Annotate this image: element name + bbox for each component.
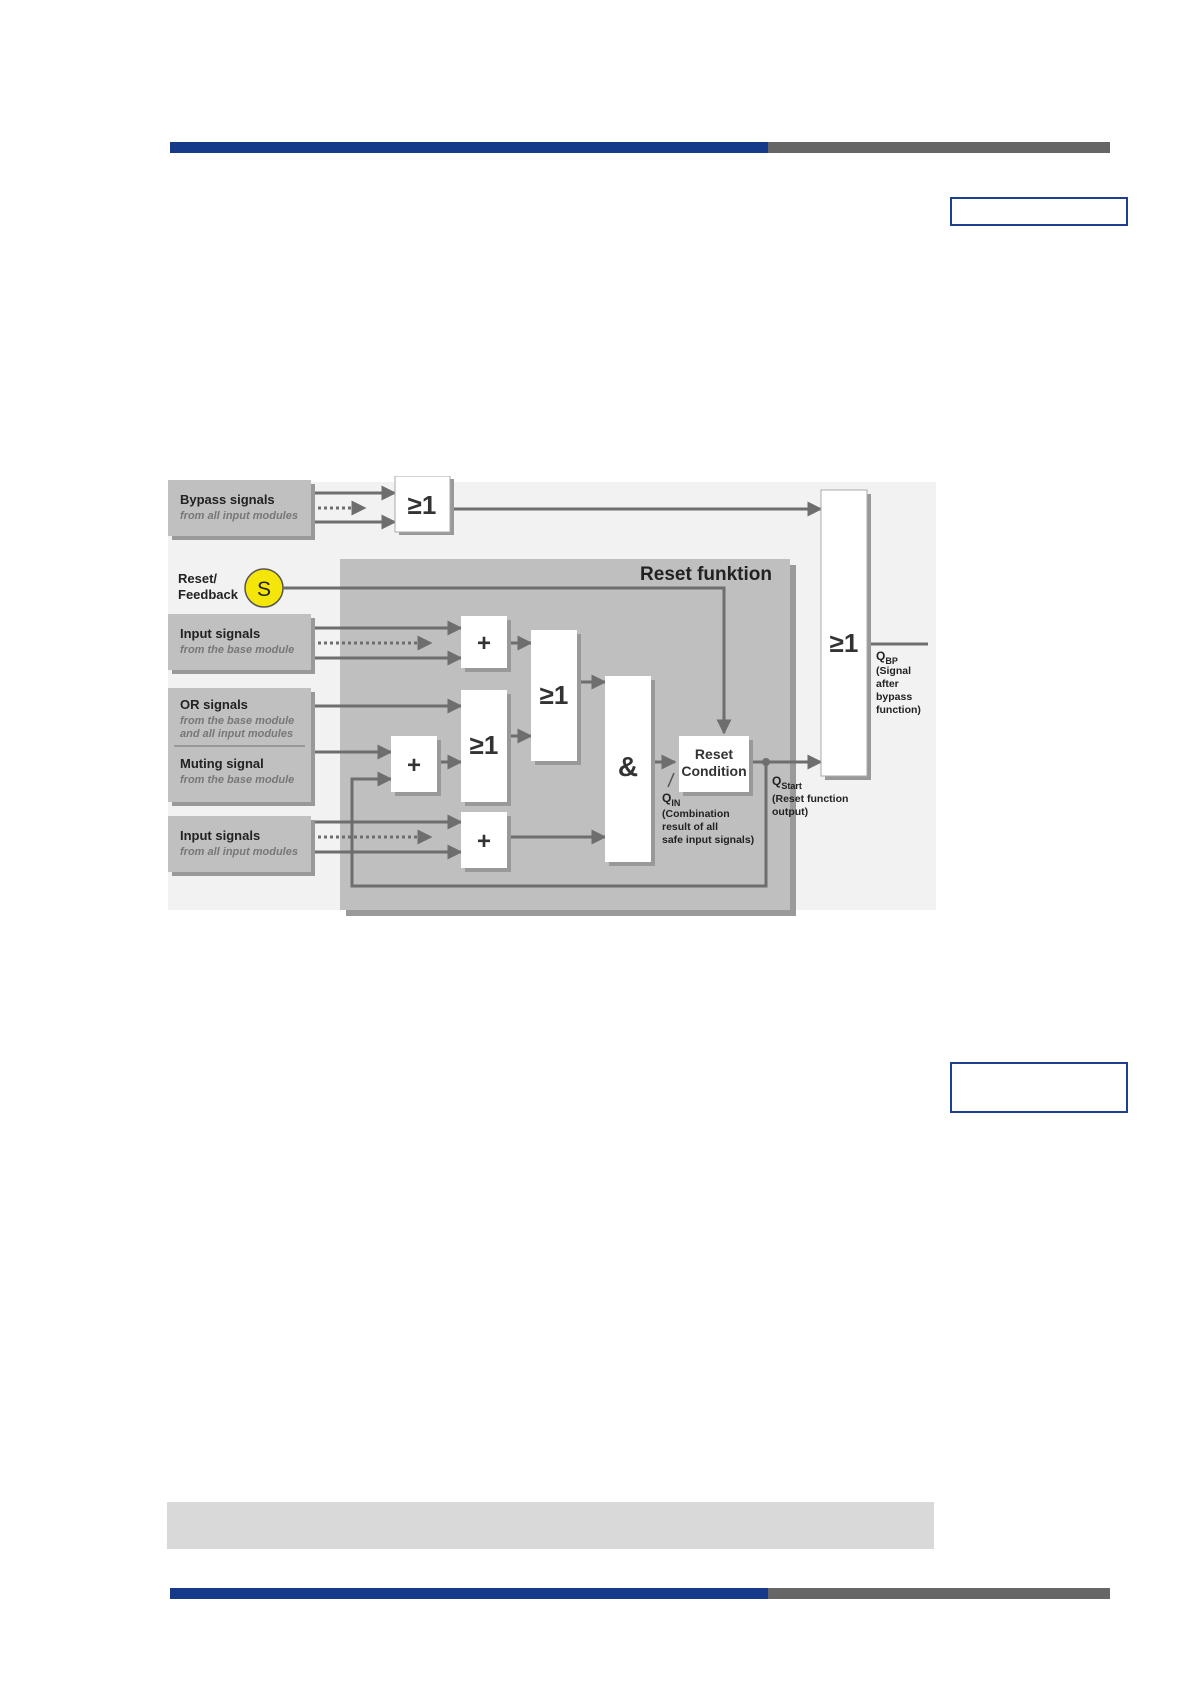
q-bp-desc-2: after xyxy=(876,678,899,690)
header-bar-grey xyxy=(768,142,1110,153)
gate-or-final: ≥1 xyxy=(820,489,871,780)
footer-band xyxy=(167,1502,934,1549)
q-bp-subscript: BP xyxy=(885,656,898,666)
gate-or-mid: ≥1 xyxy=(461,690,511,806)
input-signals-base-box: Input signals from the base module xyxy=(168,614,315,674)
or-signals-title: OR signals xyxy=(180,697,248,712)
reset-condition-line1: Reset xyxy=(695,746,733,762)
wire-feedback-loop xyxy=(350,762,768,888)
bypass-signals-sub: from all input modules xyxy=(180,510,298,522)
q-start-symbol: Q xyxy=(772,774,781,788)
q-in-label: QIN xyxy=(662,791,680,808)
muting-signal-title: Muting signal xyxy=(180,756,264,771)
gate-plus-bottom: + xyxy=(461,812,511,872)
junction-dot xyxy=(762,758,770,766)
gate-and-label: & xyxy=(618,751,638,782)
q-in-desc-1: (Combination xyxy=(662,808,730,820)
or-signals-sub2: and all input modules xyxy=(180,728,293,740)
q-start-label: QStart xyxy=(772,774,802,791)
reset-switch-label: S xyxy=(257,578,271,601)
gate-plus-input: + xyxy=(461,616,511,672)
gate-or-final-label: ≥1 xyxy=(830,628,859,658)
reset-condition-line2: Condition xyxy=(681,763,746,779)
input-signals-all-box: Input signals from all input modules xyxy=(168,816,315,876)
muting-signal-sub: from the base module xyxy=(180,774,294,786)
input-signals-base-title: Input signals xyxy=(180,626,260,641)
q-in-desc-3: safe input signals) xyxy=(662,834,754,846)
q-in-symbol: Q xyxy=(662,791,671,805)
footer-bar-grey xyxy=(768,1588,1110,1599)
gate-plus-input-label: + xyxy=(477,630,491,657)
or-muting-box: OR signals from the base module and all … xyxy=(168,688,315,806)
bypass-signals-box: Bypass signals from all input modules xyxy=(168,480,315,540)
reset-feedback-line1: Reset/ xyxy=(178,571,217,586)
q-in-desc-2: result of all xyxy=(662,821,718,833)
footer-bar-blue xyxy=(170,1588,768,1599)
wire-reset-to-condition xyxy=(283,586,732,735)
gate-or-mid-label: ≥1 xyxy=(470,730,499,760)
q-bp-desc-3: bypass xyxy=(876,691,912,703)
input-signals-all-sub: from all input modules xyxy=(180,846,298,858)
q-in-subscript: IN xyxy=(671,798,680,808)
gate-plus-bottom-label: + xyxy=(477,828,491,855)
bypass-signals-title: Bypass signals xyxy=(180,492,275,507)
q-start-desc-2: output) xyxy=(772,806,808,818)
q-in-tick xyxy=(667,772,675,788)
gate-or-bypass-label: ≥1 xyxy=(408,490,437,520)
input-signals-base-sub: from the base module xyxy=(180,644,294,656)
gate-plus-muting: + xyxy=(391,736,441,796)
gate-or-input-label: ≥1 xyxy=(540,680,569,710)
or-signals-sub1: from the base module xyxy=(180,715,294,727)
q-bp-desc-1: (Signal xyxy=(876,665,911,677)
margin-note-box-top xyxy=(950,197,1128,226)
gate-or-bypass: ≥1 xyxy=(394,476,454,535)
q-bp-label: QBP xyxy=(876,649,898,666)
reset-feedback-line2: Feedback xyxy=(178,587,239,602)
header-bar-blue xyxy=(170,142,768,153)
q-start-desc-1: (Reset function xyxy=(772,793,848,805)
reset-function-block-diagram: Reset funktion Bypass signals from all i… xyxy=(168,476,936,916)
q-start-subscript: Start xyxy=(781,781,802,791)
input-signals-all-title: Input signals xyxy=(180,828,260,843)
reset-condition-box: Reset Condition xyxy=(679,736,753,796)
q-bp-symbol: Q xyxy=(876,649,885,663)
reset-area-title: Reset funktion xyxy=(640,564,772,585)
q-bp-desc-4: function) xyxy=(876,704,921,716)
gate-or-input: ≥1 xyxy=(531,630,581,765)
gate-and: & xyxy=(605,676,655,866)
margin-note-box-middle xyxy=(950,1062,1128,1113)
gate-plus-muting-label: + xyxy=(407,752,421,779)
